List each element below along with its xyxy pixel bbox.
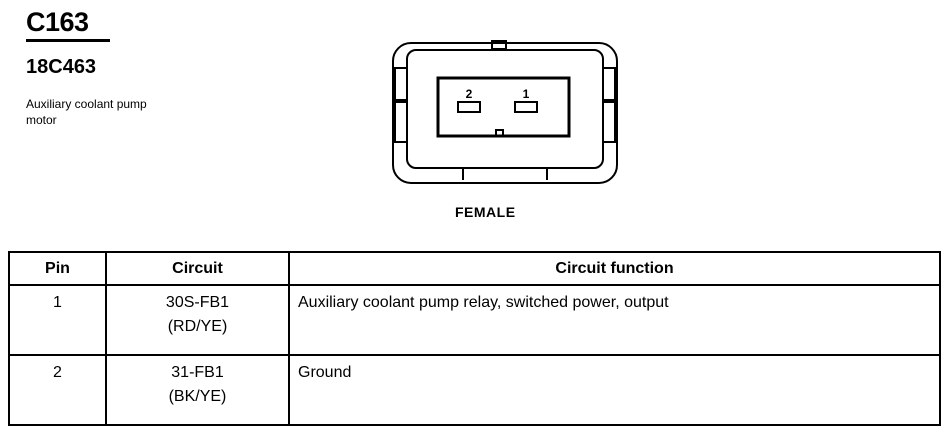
pin-number: 1 [8,284,107,356]
circuit-cell: 31-FB1 (BK/YE) [105,354,290,426]
connector-header: C163 18C463 Auxiliary coolant pump motor [26,6,176,128]
connector-id: C163 [26,7,89,37]
circuit-wire-color: (RD/YE) [167,318,228,335]
connector-description: Auxiliary coolant pump motor [26,97,147,127]
view-label: FEMALE [455,204,516,220]
pin-table-header-row: Pin Circuit Circuit function [8,251,941,286]
table-row: 2 31-FB1 (BK/YE) Ground [8,354,941,426]
header-pin: Pin [8,251,107,286]
left-rib-upper [394,67,408,101]
pin-table: Pin Circuit Circuit function 1 30S-FB1 (… [8,251,941,426]
circuit-function: Auxiliary coolant pump relay, switched p… [288,284,941,356]
key-notch [495,129,504,137]
circuit-id: 31-FB1 [171,364,224,381]
right-rib-lower [602,101,616,143]
connector-outer-shell [392,42,618,184]
table-row: 1 30S-FB1 (RD/YE) Auxiliary coolant pump… [8,284,941,356]
header-circuit-function: Circuit function [288,251,941,286]
pin-1-label: 1 [523,87,530,101]
title-underline [26,39,110,42]
header-circuit: Circuit [105,251,290,286]
pin-2-label: 2 [466,87,473,101]
right-rib-upper [602,67,616,101]
connector-face-diagram: 2 1 [392,40,618,184]
circuit-wire-color: (BK/YE) [168,388,227,405]
part-number: 18C463 [26,56,97,78]
pin-1-terminal [514,101,538,113]
circuit-cell: 30S-FB1 (RD/YE) [105,284,290,356]
pin-number: 2 [8,354,107,426]
connector-inner-shell [406,49,604,169]
pin-2-terminal [457,101,481,113]
circuit-id: 30S-FB1 [165,294,230,311]
left-rib-lower [394,101,408,143]
circuit-function: Ground [288,354,941,426]
latch-tab [491,40,507,50]
